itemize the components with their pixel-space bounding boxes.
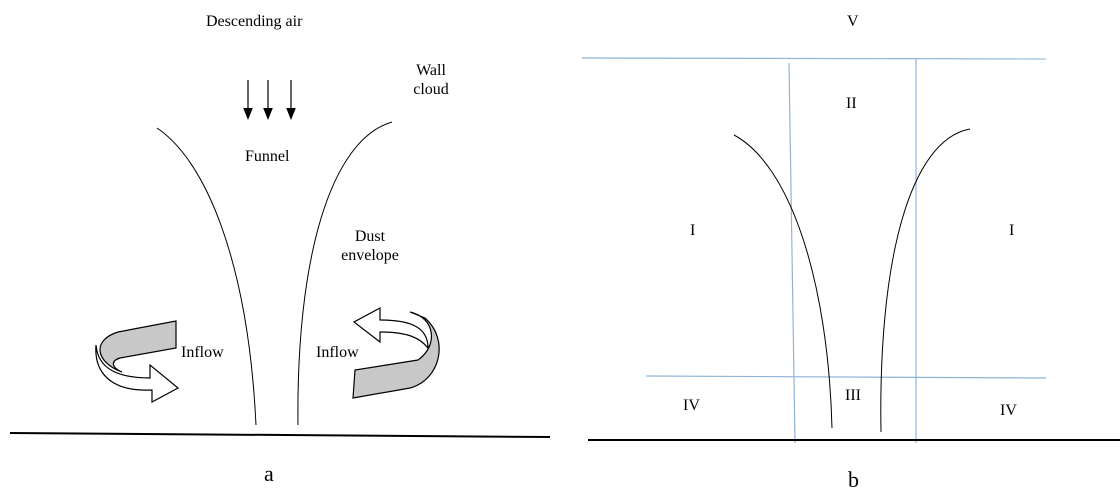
dust-envelope-label-line1: Dust: [354, 228, 386, 245]
panel-b-funnel-left-wall: [733, 134, 833, 429]
panel-b-funnel-right-wall: [880, 128, 971, 433]
panel-a-ground-line: [9, 432, 551, 438]
inflow-left-label: Inflow: [181, 344, 224, 361]
inflow-left-arrow-icon: [95, 320, 180, 404]
funnel-left-wall: [156, 127, 257, 426]
region-i-right-label: I: [1009, 222, 1015, 239]
region-v-label: V: [847, 13, 859, 30]
funnel-right-wall: [297, 121, 393, 426]
dust-envelope-label-line2: envelope: [341, 247, 399, 264]
wall-cloud-label-line2: cloud: [413, 81, 449, 98]
region-iv-left-label: IV: [683, 397, 700, 414]
dust-envelope-label: Dust envelope: [338, 227, 402, 265]
panel-b-label: b: [848, 467, 859, 492]
descending-air-label: Descending air: [206, 13, 303, 30]
region-line-left-vertical: [788, 62, 796, 444]
wall-cloud-label: Wall cloud: [411, 61, 451, 99]
wall-cloud-label-line1: Wall: [416, 62, 446, 79]
inflow-right-arrow-icon: [352, 306, 440, 399]
panel-a-label: a: [264, 461, 274, 486]
inflow-right-label: Inflow: [316, 344, 359, 361]
region-ii-label: II: [846, 95, 857, 112]
funnel-label: Funnel: [245, 148, 290, 165]
panel-a-graphics: [9, 80, 551, 438]
region-i-left-label: I: [690, 222, 696, 239]
region-iv-right-label: IV: [1000, 402, 1017, 419]
region-line-bottom: [645, 375, 1047, 379]
region-iii-label: III: [845, 387, 861, 404]
descending-air-arrows: [243, 80, 296, 120]
panel-b-graphics: [581, 57, 1120, 444]
region-line-top: [581, 57, 1047, 60]
